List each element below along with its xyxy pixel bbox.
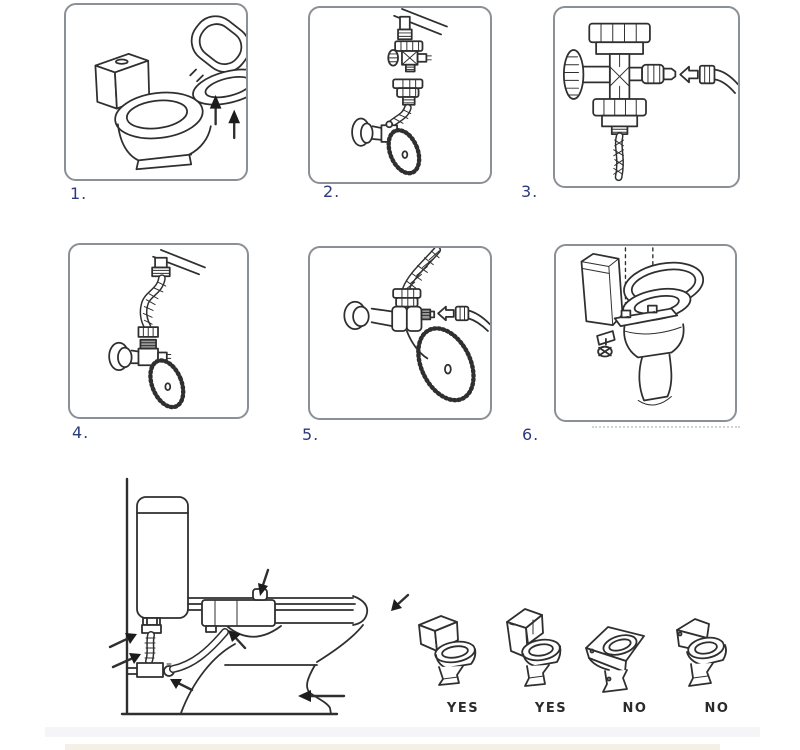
two-piece-toilet-icon bbox=[418, 615, 477, 686]
step-1-illustration toilet-seat-removal-icon bbox=[94, 15, 246, 171]
compact-one-piece-toilet-icon bbox=[676, 618, 727, 687]
footer-band bbox=[45, 727, 760, 737]
step-4-illustration hose-disconnected-icon bbox=[108, 249, 206, 410]
toilet-lid-lifted bbox=[190, 15, 246, 73]
compat-toilet-1 bbox=[413, 605, 483, 700]
right-outlet-spigot bbox=[628, 63, 677, 85]
compat-toilet-4 bbox=[665, 608, 735, 700]
step-2-number: 2. bbox=[323, 182, 341, 201]
step-6-number: 6. bbox=[522, 425, 540, 444]
toilet-bowl bbox=[114, 91, 212, 171]
braided-hose-top bbox=[401, 248, 442, 293]
toilet-bowl-side bbox=[180, 624, 364, 715]
step-1-number: 1. bbox=[70, 184, 88, 203]
compat-verdict-2: YES bbox=[534, 701, 568, 716]
tank-bottom bbox=[151, 249, 206, 278]
bidet-unit-side bbox=[201, 588, 282, 638]
step-4-number: 4. bbox=[72, 423, 90, 442]
left-wheel-handle bbox=[562, 49, 611, 100]
faint-print-artifact bbox=[592, 426, 740, 428]
compat-verdict-4: NO bbox=[704, 701, 730, 716]
bidet-control-unit bbox=[596, 330, 616, 358]
bidet-mounting-plate bbox=[613, 304, 679, 328]
step-5-illustration adapter-on-valve-icon bbox=[343, 248, 490, 403]
step-2-illustration supply-parts-icon bbox=[351, 8, 448, 176]
one-piece-toilet-icon bbox=[506, 608, 562, 687]
supply-valve-and-hose bbox=[126, 617, 229, 678]
step-2-panel bbox=[308, 6, 492, 184]
step-3-panel bbox=[553, 6, 740, 188]
step-6-illustration bidet-alignment-icon bbox=[580, 247, 705, 406]
tank-bottom bbox=[393, 8, 448, 41]
footer-band-lower bbox=[65, 744, 720, 750]
toilet-seat-ring-lifted bbox=[189, 68, 246, 106]
connect-arrow outline-arrow-icon bbox=[679, 65, 699, 84]
low-profile-one-piece-toilet-icon bbox=[585, 626, 645, 693]
step-1-panel bbox=[64, 3, 248, 181]
step-5-panel bbox=[308, 246, 492, 420]
compat-verdict-3: NO bbox=[622, 701, 648, 716]
toilet-tank-side bbox=[136, 496, 189, 626]
shutoff-valve-with-adapter bbox=[108, 338, 186, 410]
compat-verdict-1: YES bbox=[446, 701, 480, 716]
compat-toilet-2 bbox=[497, 598, 567, 700]
step-6-panel bbox=[554, 244, 737, 422]
step-3-illustration t-valve-closeup-icon bbox=[562, 22, 738, 182]
shutoff-valve bbox=[351, 117, 422, 176]
t-valve bbox=[387, 40, 432, 73]
t-valve-body bbox=[608, 53, 631, 100]
step-4-panel bbox=[68, 243, 249, 419]
t-adapter-body bbox=[391, 305, 436, 332]
step-3-number: 3. bbox=[521, 182, 539, 201]
bottom-nut-and-hose bbox=[592, 98, 647, 182]
lift-arrows bbox=[209, 94, 241, 140]
t-valve-top-nut bbox=[588, 22, 651, 55]
adapter-nut bbox=[392, 288, 422, 308]
hose-nut-right bbox=[698, 64, 738, 94]
hose-nut-right bbox=[454, 305, 490, 332]
hanging-supply-hose bbox=[137, 274, 167, 338]
compat-toilet-3 bbox=[583, 612, 655, 700]
callout-arrows bbox=[108, 568, 410, 702]
connect-arrow outline-arrow-icon bbox=[437, 305, 455, 322]
toilet-tank bbox=[580, 252, 624, 327]
installation-side-view-diagram bbox=[108, 477, 410, 716]
toilet-bowl-and-base bbox=[623, 323, 685, 406]
shutoff-valve bbox=[343, 300, 476, 403]
step-5-number: 5. bbox=[302, 425, 320, 444]
